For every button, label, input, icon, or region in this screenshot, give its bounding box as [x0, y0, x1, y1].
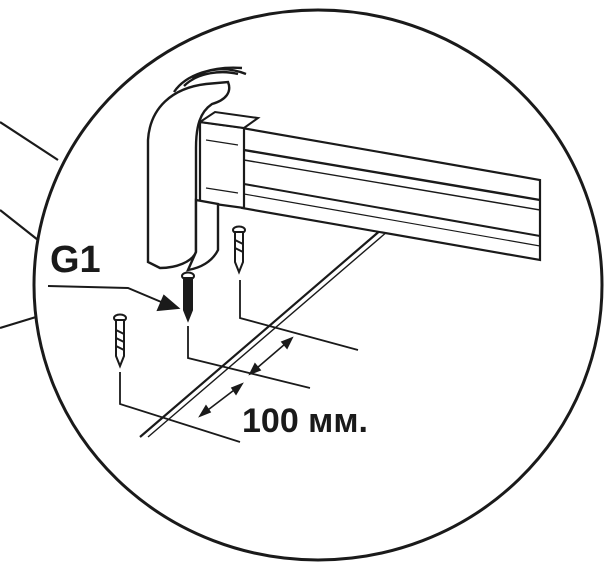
- part-pointer-arrow: [47, 285, 181, 312]
- leader-line-top: [0, 121, 59, 161]
- screw-left: [113, 313, 127, 369]
- hammer-claw: [173, 66, 247, 93]
- hammer-head: [146, 80, 231, 270]
- hammer-face: [185, 198, 220, 272]
- leader-line-middle: [0, 209, 39, 241]
- part-label: G1: [50, 239, 101, 281]
- callout-leader-lines: [0, 121, 59, 330]
- dimension-label: 100 мм.: [242, 402, 368, 440]
- dimension-arrows: [198, 336, 294, 418]
- screw-right: [232, 225, 246, 275]
- leader-line-bottom: [0, 315, 37, 330]
- hammer: [146, 66, 247, 272]
- rail-panel: [197, 110, 542, 262]
- magnified-content: G1 100 мм.: [47, 66, 542, 443]
- floor-joint-line: [139, 228, 389, 438]
- extension-lines: [119, 280, 359, 443]
- screw-center: [181, 271, 195, 323]
